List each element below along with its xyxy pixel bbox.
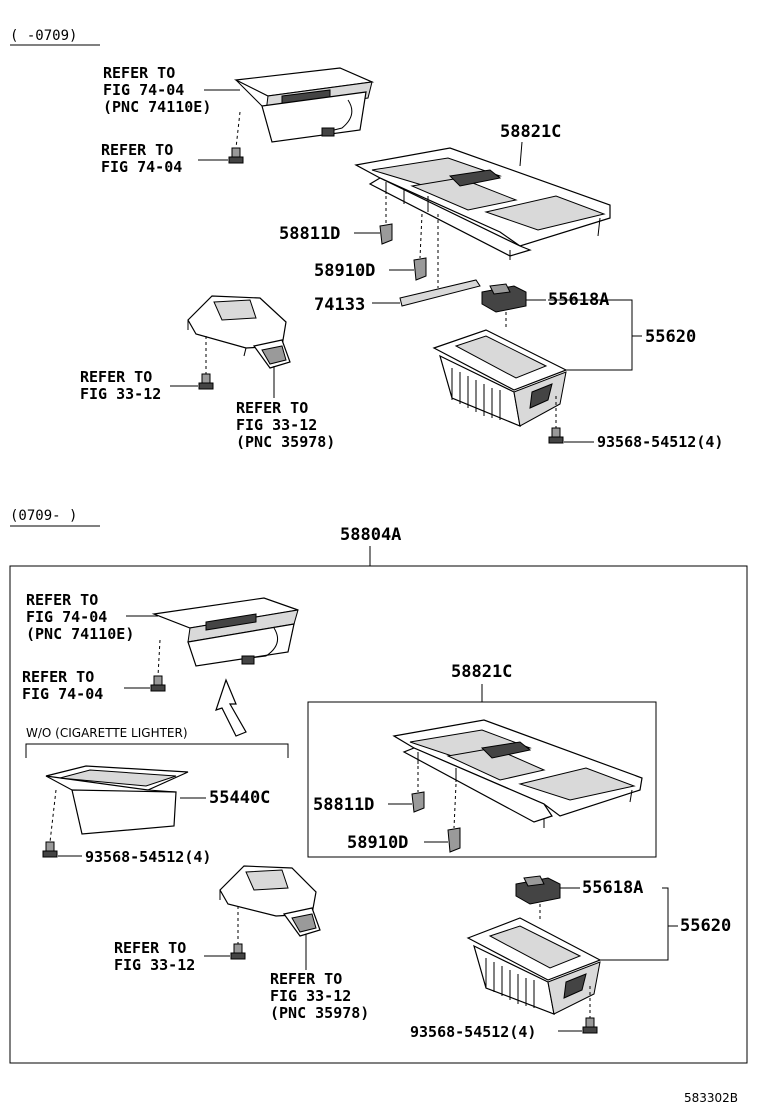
bottom-screw-fig74 [150, 639, 166, 692]
bottom-bracket-unit [219, 865, 321, 937]
bottom-p58804a: 58804A [340, 525, 401, 545]
top-refer-fig74-l2: FIG 74-04 [103, 81, 184, 99]
bracket-bottom-55620 [600, 887, 669, 961]
wo-cigarette-lighter: W/O (CIGARETTE LIGHTER) [26, 726, 188, 740]
top-refer-fig74-l1: REFER TO [103, 64, 175, 82]
subframe-58821c [307, 701, 657, 858]
bottom-refer-fig74b-l1: REFER TO [22, 668, 94, 686]
top-refer-fig33-l1: REFER TO [80, 368, 152, 386]
bottom-refer-fig33-l1: REFER TO [114, 939, 186, 957]
bracket-top-55620 [548, 299, 633, 371]
bottom-clip-58811d [411, 766, 425, 813]
top-refer-fig74-pnc: (PNC 74110E) [103, 98, 211, 116]
top-p58910d: 58910D [314, 261, 375, 281]
bottom-refer-fig74-l1: REFER TO [26, 591, 98, 609]
period-bottom: (0709- ) [10, 508, 77, 524]
top-insert-55618a [481, 283, 527, 313]
bottom-p93568b: 93568-54512(4) [410, 1023, 536, 1041]
top-p58811d: 58811D [279, 224, 340, 244]
bottom-p93568a: 93568-54512(4) [85, 848, 211, 866]
bottom-p55620: 55620 [680, 916, 731, 936]
top-refer-fig74b-l2: FIG 74-04 [101, 158, 182, 176]
bottom-p58821c: 58821C [451, 662, 512, 682]
bottom-box-55620 [466, 917, 602, 1015]
top-refer-fig33b-pnc: (PNC 35978) [236, 433, 335, 451]
leader-top-58821c [519, 141, 523, 167]
bottom-p58811d: 58811D [313, 795, 374, 815]
bottom-refer-fig74b-l2: FIG 74-04 [22, 685, 103, 703]
bottom-refer-fig33b-pnc: (PNC 35978) [270, 1004, 369, 1022]
top-p93568: 93568-54512(4) [597, 433, 723, 451]
top-console-panel [354, 147, 611, 260]
period-top: ( -0709) [10, 28, 77, 44]
bottom-insert-55618a [515, 875, 561, 905]
top-box-55620 [432, 329, 568, 427]
assembly-frame-58804a [9, 565, 748, 1064]
bottom-refer-fig33b-l2: FIG 33-12 [270, 987, 351, 1005]
bottom-switch-unit [151, 597, 299, 667]
assembly-arrow [215, 678, 247, 737]
bottom-refer-fig33b-l1: REFER TO [270, 970, 342, 988]
top-screw-93568 [548, 396, 564, 444]
wo-bracket [25, 743, 289, 758]
top-p55620: 55620 [645, 327, 696, 347]
bottom-tray-55440c [45, 765, 189, 835]
bottom-screw-93568a [42, 789, 58, 858]
top-p74133: 74133 [314, 295, 365, 315]
figure-code: 583302B [684, 1091, 738, 1105]
top-refer-fig33b-l1: REFER TO [236, 399, 308, 417]
top-clip-58910d [413, 213, 427, 281]
top-p58821c: 58821C [500, 122, 561, 142]
bottom-p58910d: 58910D [347, 833, 408, 853]
bottom-clip-58910d [447, 783, 461, 853]
bottom-screw-93568b [582, 986, 598, 1034]
bottom-console-panel [392, 719, 643, 828]
top-refer-fig74b-l1: REFER TO [101, 141, 173, 159]
bottom-p55618a: 55618A [582, 878, 643, 898]
top-switch-unit [233, 67, 375, 143]
top-strip-74133 [399, 214, 481, 307]
bottom-p55440c: 55440C [209, 788, 270, 808]
bottom-refer-fig33-l2: FIG 33-12 [114, 956, 195, 974]
top-clip-58811d [379, 196, 393, 245]
top-refer-fig33b-l2: FIG 33-12 [236, 416, 317, 434]
top-screw-fig33 [198, 336, 214, 390]
top-screw-fig74 [228, 111, 244, 164]
bottom-refer-fig74-l2: FIG 74-04 [26, 608, 107, 626]
top-refer-fig33-l2: FIG 33-12 [80, 385, 161, 403]
bottom-refer-fig74-pnc: (PNC 74110E) [26, 625, 134, 643]
bottom-screw-fig33 [230, 906, 246, 960]
top-bracket-unit [187, 295, 291, 369]
